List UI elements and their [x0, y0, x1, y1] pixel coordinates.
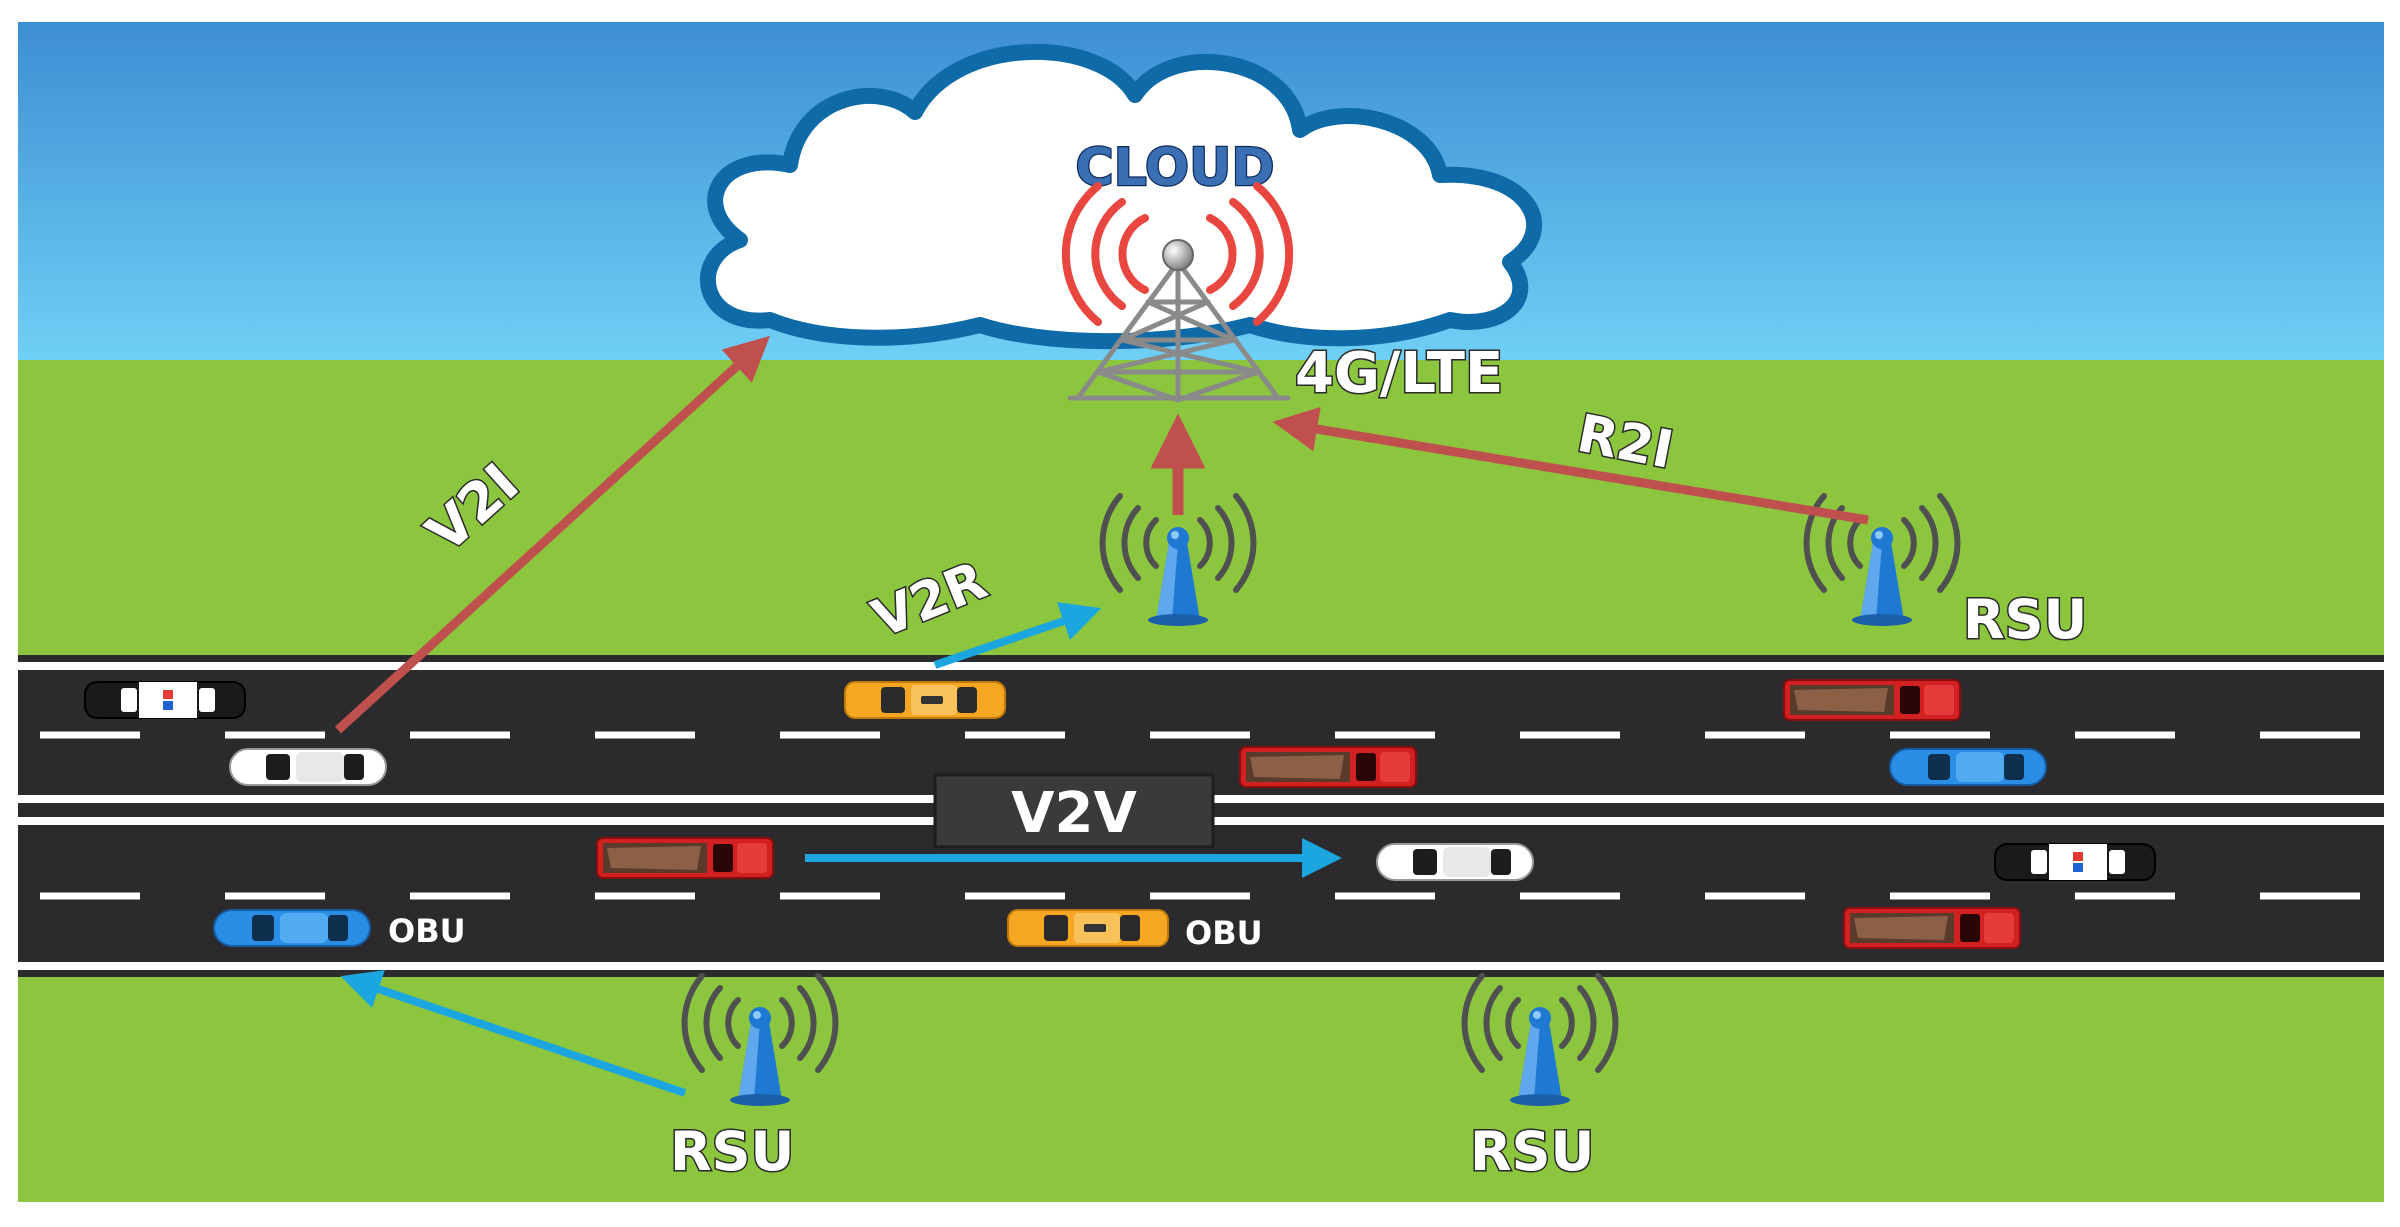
v2v-label-box: [933, 773, 1215, 849]
r2i-arrow: [1272, 406, 1869, 525]
obu-label: OBU: [388, 912, 466, 950]
car-icon: [1239, 746, 1417, 788]
v2i-arrow: [334, 335, 770, 734]
car-icon: [1783, 679, 1961, 721]
lte-signal-icon: [1061, 182, 1294, 326]
rsu-to-obu-arrow: [340, 970, 687, 1097]
rsu-label: RSU: [1963, 588, 2087, 651]
rsu-label: RSU: [1470, 1120, 1594, 1183]
car-icon: [1843, 907, 2021, 949]
lte-label: 4G/LTE: [1295, 341, 1503, 406]
v2v-label: V2V: [1011, 781, 1137, 846]
v2r-arrow: [933, 602, 1102, 669]
lte-tower-icon: [1067, 239, 1291, 403]
cloud-label: CLOUD: [1075, 138, 1274, 198]
car-icon: [1994, 843, 2156, 881]
obu-label: OBU: [1185, 914, 1263, 952]
car-icon: [1889, 748, 2047, 786]
car-icon: [84, 681, 246, 719]
car-icon: [596, 837, 774, 879]
car-icon: [229, 748, 387, 786]
car-icon: [1376, 843, 1534, 881]
cloud-icon: [699, 44, 1543, 350]
car-icon: [844, 681, 1006, 719]
car-icon: [1007, 909, 1169, 947]
car-icon: [213, 909, 371, 947]
rsu-label: RSU: [670, 1120, 794, 1183]
